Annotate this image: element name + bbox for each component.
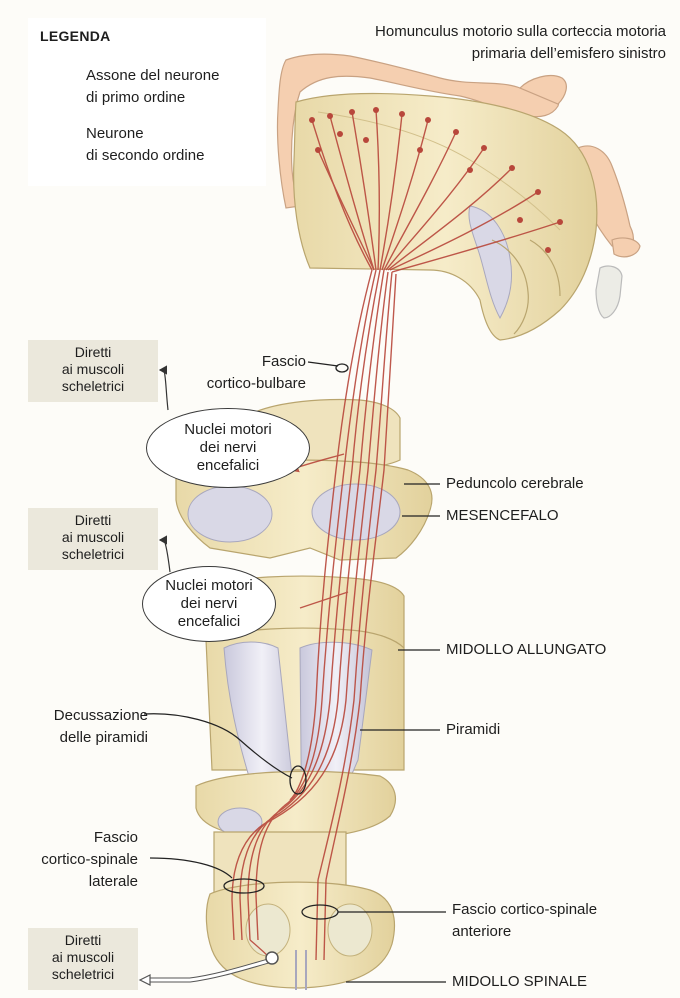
legend-item-axon-line1: Assone del neurone xyxy=(86,66,219,85)
direct-3-line3: scheletrici xyxy=(28,966,138,983)
anterior-corticospinal-label-line1: Fascio cortico-spinale xyxy=(452,900,597,919)
medulla-oblongata-label: MIDOLLO ALLUNGATO xyxy=(446,640,606,659)
midbrain-label: MESENCEFALO xyxy=(446,506,559,525)
direct-1-line1: Diretti xyxy=(28,344,158,361)
cranial-nerve-nuclei-oval-2: Nuclei motori dei nervi encefalici xyxy=(142,566,276,642)
pyramidal-decussation-label-line2: delle piramidi xyxy=(60,728,148,747)
direct-1-line2: ai muscoli xyxy=(28,361,158,378)
nuclei-2-line3: encefalici xyxy=(165,613,253,631)
direct-2-line1: Diretti xyxy=(28,512,158,529)
direct-muscles-box-1: Diretti ai muscoli scheletrici xyxy=(28,340,158,402)
nuclei-1-line3: encefalici xyxy=(184,457,272,475)
nuclei-1-line1: Nuclei motori xyxy=(184,421,272,439)
anterior-corticospinal-label-line2: anteriore xyxy=(452,922,511,941)
legend-item-axon-line2: di primo ordine xyxy=(86,88,185,107)
legend-item-neuron-line1: Neurone xyxy=(86,124,144,143)
cerebral-peduncle-label: Peduncolo cerebrale xyxy=(446,474,584,493)
direct-2-line3: scheletrici xyxy=(28,546,158,563)
direct-1-line3: scheletrici xyxy=(28,378,158,395)
cortex-section xyxy=(294,94,597,340)
corticobulbar-tract-label-line2: cortico-bulbare xyxy=(207,374,306,393)
direct-muscles-box-3: Diretti ai muscoli scheletrici xyxy=(28,928,138,990)
brainstem xyxy=(176,400,432,991)
lateral-corticospinal-label-line2: cortico-spinale xyxy=(41,850,138,869)
direct-3-line2: ai muscoli xyxy=(28,949,138,966)
corticobulbar-tract-label-line1: Fascio xyxy=(262,352,306,371)
header-line1: Homunculus motorio sulla corteccia motor… xyxy=(375,22,666,41)
nuclei-2-line2: dei nervi xyxy=(165,595,253,613)
legend-item-neuron-line2: di secondo ordine xyxy=(86,146,204,165)
lateral-corticospinal-label-line1: Fascio xyxy=(94,828,138,847)
legend-title: LEGENDA xyxy=(40,28,111,44)
lateral-corticospinal-label-line3: laterale xyxy=(89,872,138,891)
direct-muscles-box-2: Diretti ai muscoli scheletrici xyxy=(28,508,158,570)
direct-2-line2: ai muscoli xyxy=(28,529,158,546)
pyramids-label: Piramidi xyxy=(446,720,500,739)
header-line2: primaria dell’emisfero sinistro xyxy=(472,44,666,63)
pyramidal-decussation-label-line1: Decussazione xyxy=(54,706,148,725)
nuclei-2-line1: Nuclei motori xyxy=(165,577,253,595)
spinal-cord-label: MIDOLLO SPINALE xyxy=(452,972,587,991)
direct-3-line1: Diretti xyxy=(28,932,138,949)
nuclei-1-line2: dei nervi xyxy=(184,439,272,457)
cranial-nerve-nuclei-oval-1: Nuclei motori dei nervi encefalici xyxy=(146,408,310,488)
